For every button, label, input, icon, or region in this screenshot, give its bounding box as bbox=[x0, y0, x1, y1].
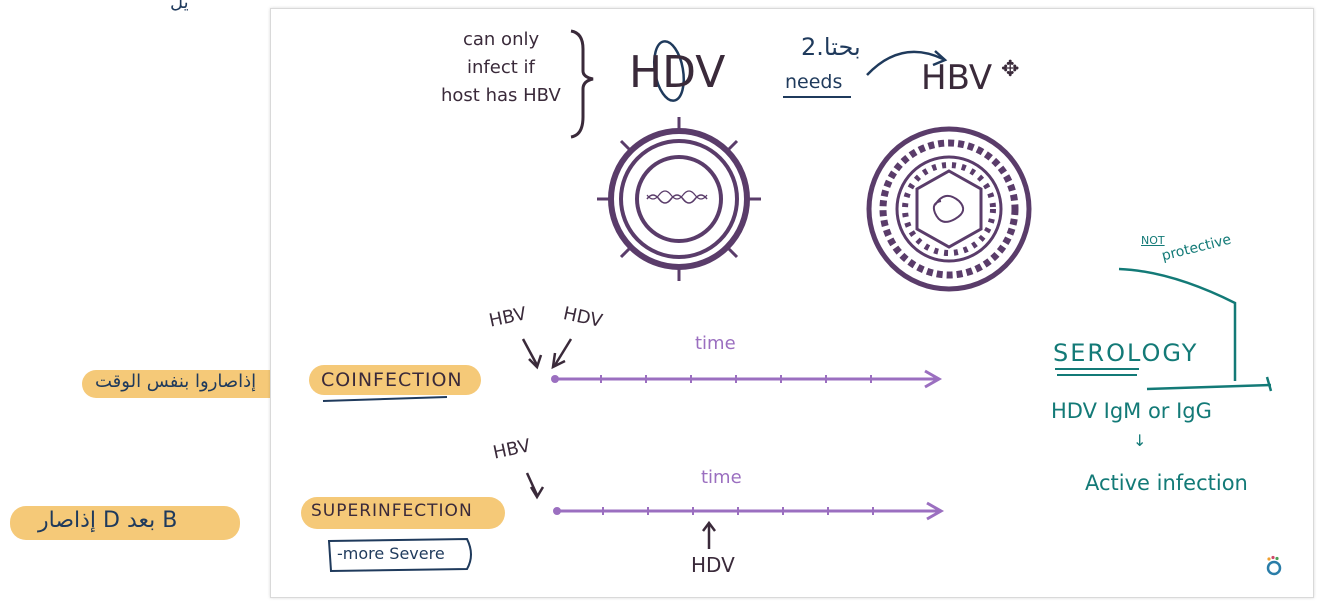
can-only-line1: can only bbox=[463, 29, 540, 50]
superinfection-note-highlight bbox=[10, 506, 240, 540]
superinfection-highlight bbox=[301, 497, 505, 529]
not-label: NOT bbox=[1141, 234, 1165, 247]
hdv-d-circle bbox=[653, 40, 685, 102]
osmosis-logo-icon bbox=[1266, 555, 1282, 576]
needs-arrow bbox=[866, 50, 944, 76]
hdv-virus-icon bbox=[597, 117, 761, 281]
can-only-line2: infect if bbox=[467, 57, 535, 78]
can-only-line3: host has HBV bbox=[441, 85, 561, 106]
serology-title: SEROLOGY bbox=[1053, 339, 1199, 367]
tl1-time-label: time bbox=[695, 333, 736, 354]
tl2-time-label: time bbox=[701, 467, 742, 488]
hbv-title: HBV bbox=[921, 58, 993, 98]
serology-result: Active infection bbox=[1085, 471, 1248, 495]
timeline-1 bbox=[521, 338, 943, 389]
coinfection-label: COINFECTION bbox=[321, 369, 463, 391]
top-left-fragment: يل bbox=[170, 0, 189, 13]
more-severe-note: -more Severe bbox=[337, 544, 445, 563]
brace-icon bbox=[570, 29, 594, 139]
hdv-title: HDV bbox=[629, 47, 726, 98]
drawing-layer bbox=[322, 29, 1273, 573]
superinfection-label: SUPERINFECTION bbox=[311, 501, 473, 521]
needs-note: 2.بحتا bbox=[801, 33, 861, 61]
hbv-virus-icon bbox=[866, 126, 1032, 292]
needs-label: needs bbox=[785, 71, 843, 93]
cursor-icon: ✥ bbox=[1001, 57, 1020, 82]
serology-down-arrow: ↓ bbox=[1133, 431, 1147, 450]
coinfection-highlight bbox=[309, 365, 481, 395]
serology-markers: HDV IgM or IgG bbox=[1051, 399, 1212, 423]
coinfection-arabic-note: إذاصاروا بنفس الوقت bbox=[95, 371, 257, 392]
tl2-hdv-label: HDV bbox=[691, 553, 735, 577]
slide-canvas: can only infect if host has HBV HDV 2.بح… bbox=[270, 8, 1314, 598]
timeline-2 bbox=[525, 472, 945, 549]
superinfection-arabic-note: إذاصار D بعد B bbox=[38, 508, 178, 533]
severe-box bbox=[327, 537, 472, 573]
